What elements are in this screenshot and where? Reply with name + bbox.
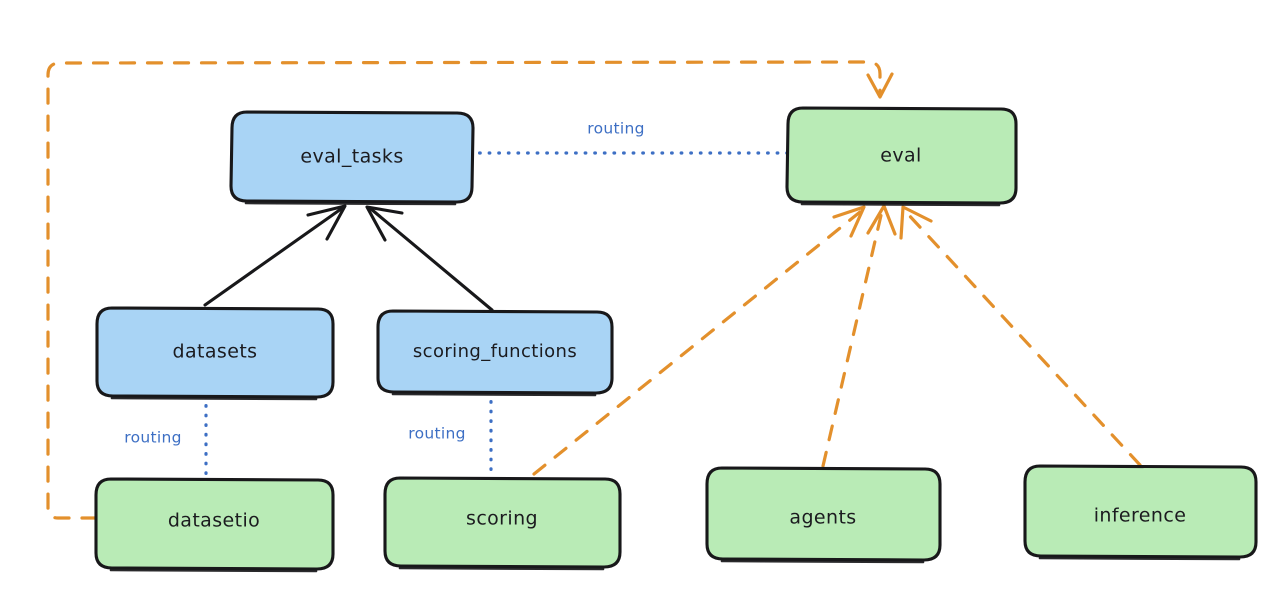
node-datasets[interactable]: datasets [95,306,335,401]
edge-scoring-functions-to-scoring: routing [408,390,493,478]
node-label-agents: agents [789,507,856,529]
node-label-datasetio: datasetio [168,510,260,532]
node-label-scoring-functions: scoring_functions [413,341,577,362]
node-datasetio[interactable]: datasetio [94,477,335,573]
edge-label-routing-scoring-functions: routing [408,425,466,443]
node-scoring[interactable]: scoring [383,476,622,571]
edge-scoring-to-eval [532,205,866,476]
edge-label-routing-eval-tasks: routing [587,120,645,138]
edge-scoring-functions-to-eval-tasks [365,205,494,312]
edge-datasets-to-eval-tasks [203,204,347,307]
node-eval-tasks[interactable]: eval_tasks [229,110,475,206]
node-agents[interactable]: agents [705,466,942,564]
node-inference[interactable]: inference [1023,464,1258,561]
edge-inference-to-eval [899,205,1142,467]
edge-label-routing-datasets: routing [124,429,182,447]
edge-datasets-to-datasetio: routing [124,394,208,479]
node-label-datasets: datasets [173,341,258,363]
node-label-scoring: scoring [466,508,538,530]
node-scoring-functions[interactable]: scoring_functions [376,309,614,397]
node-label-eval: eval [880,145,921,167]
edge-agents-to-eval [821,204,897,468]
node-label-inference: inference [1094,505,1187,527]
node-eval[interactable]: eval [785,106,1018,207]
node-label-eval-tasks: eval_tasks [300,146,403,168]
edge-eval-tasks-to-eval: routing [468,120,789,155]
edge-datasetio-to-eval [46,60,894,520]
